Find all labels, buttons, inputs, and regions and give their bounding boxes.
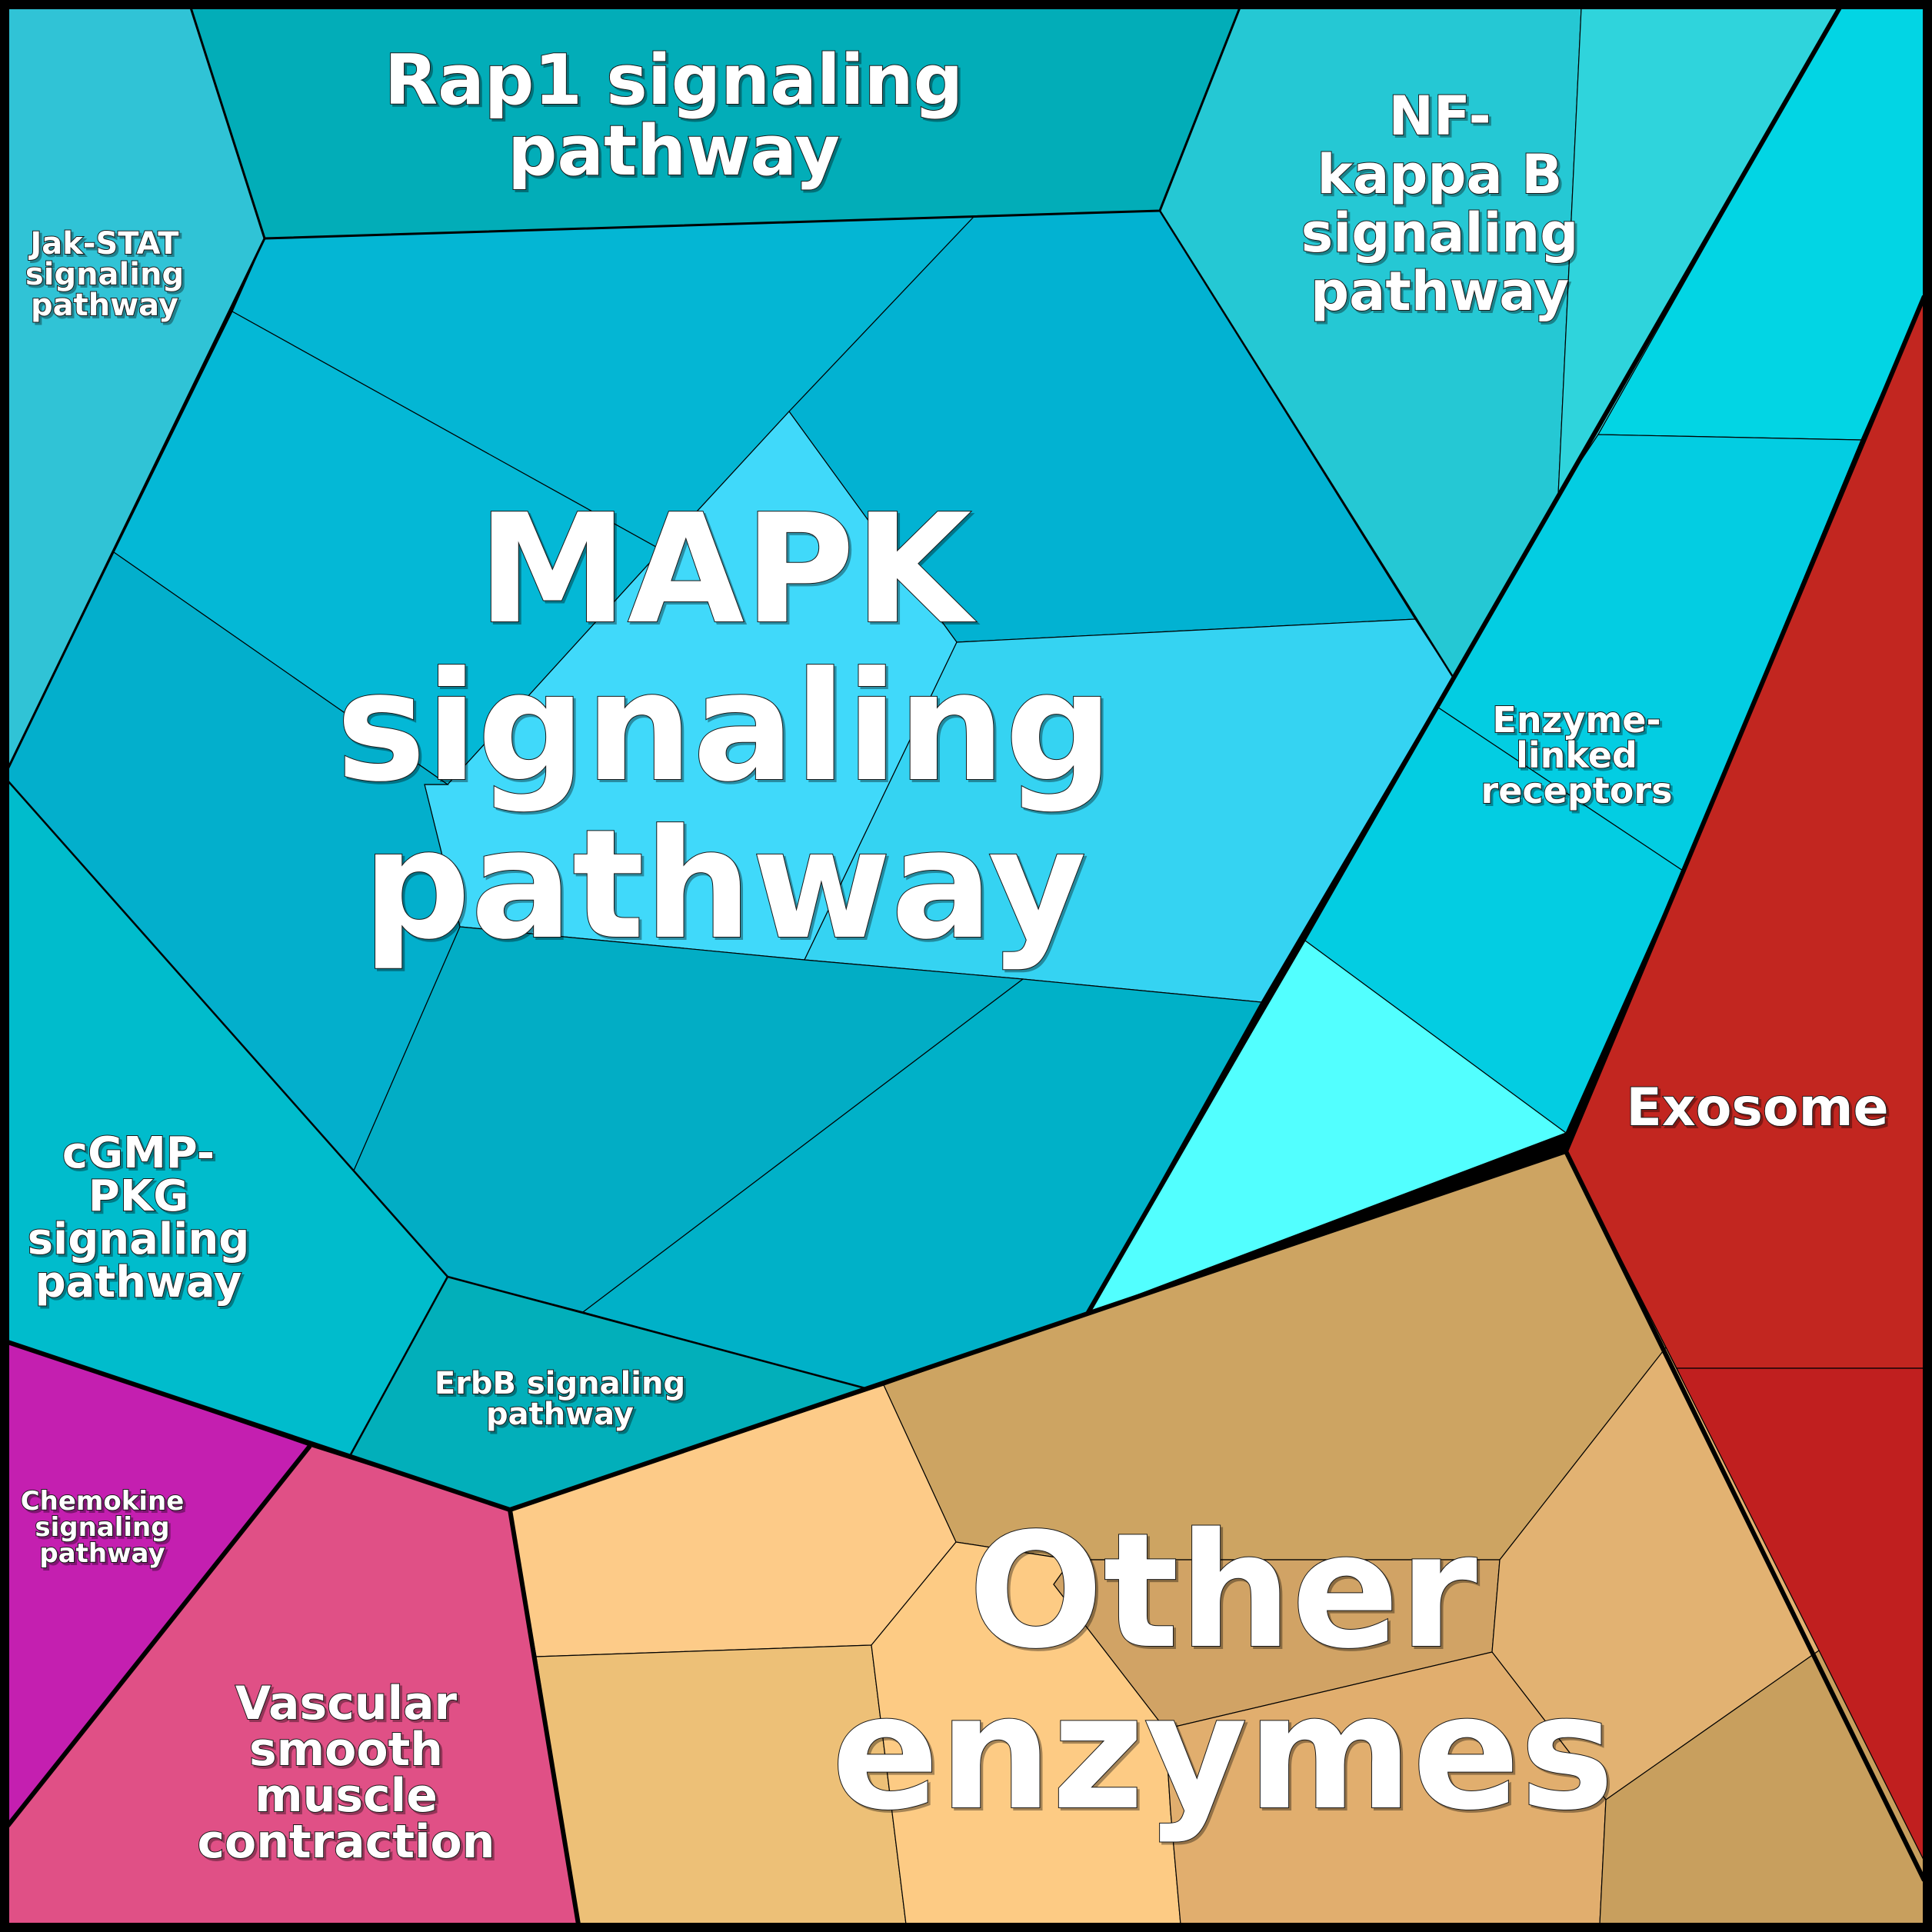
group-border-mapk-chemokine [5, 1444, 312, 1827]
label-line: ErbB signaling [435, 1366, 685, 1401]
label-line: Chemokine [21, 1486, 185, 1517]
label-line: NF- [1388, 85, 1491, 148]
group-border-exosome [1564, 295, 1927, 1153]
group-border-jakstat [6, 238, 266, 770]
label-line: pathway [1311, 260, 1569, 323]
label-line: smooth [249, 1723, 443, 1777]
label-line: pathway [39, 1538, 165, 1569]
label-line: pathway [363, 798, 1087, 973]
label-line: signaling [35, 1512, 169, 1543]
group-border-erbb [447, 1275, 866, 1390]
group-border-vascular [508, 1509, 581, 1925]
label-line: Rap1 signaling [385, 40, 963, 121]
label-line: signaling [28, 1214, 250, 1264]
label-line: Other [968, 1499, 1477, 1684]
label-line: muscle [255, 1769, 438, 1823]
label-line: Jak-STAT [28, 226, 179, 261]
label-line: signaling [336, 640, 1113, 815]
label-line: pathway [486, 1397, 634, 1432]
label-line: pathway [35, 1257, 242, 1307]
group-border-enzyme [1085, 6, 1842, 1315]
label-line: kappa B [1317, 143, 1563, 206]
label-line: pathway [508, 111, 840, 192]
label-line: PKG [88, 1171, 188, 1221]
label-line: cGMP- [62, 1128, 215, 1178]
label-line: contraction [197, 1815, 495, 1869]
label-line: MAPK [478, 482, 976, 658]
label-line: Exosome [1626, 1078, 1888, 1138]
label-line: signaling [25, 257, 184, 292]
label-exosome: Exosome [1626, 1078, 1888, 1138]
group-border-rap1 [189, 7, 1241, 240]
label-line: enzymes [831, 1661, 1614, 1845]
label-line: Vascular [235, 1677, 458, 1730]
label-line: pathway [31, 288, 178, 323]
label-line: receptors [1481, 770, 1673, 811]
label-line: signaling [1301, 202, 1579, 265]
label-line: Enzyme- [1492, 699, 1661, 741]
label-line: linked [1516, 734, 1637, 776]
group-border-nfkb [1158, 210, 1454, 678]
